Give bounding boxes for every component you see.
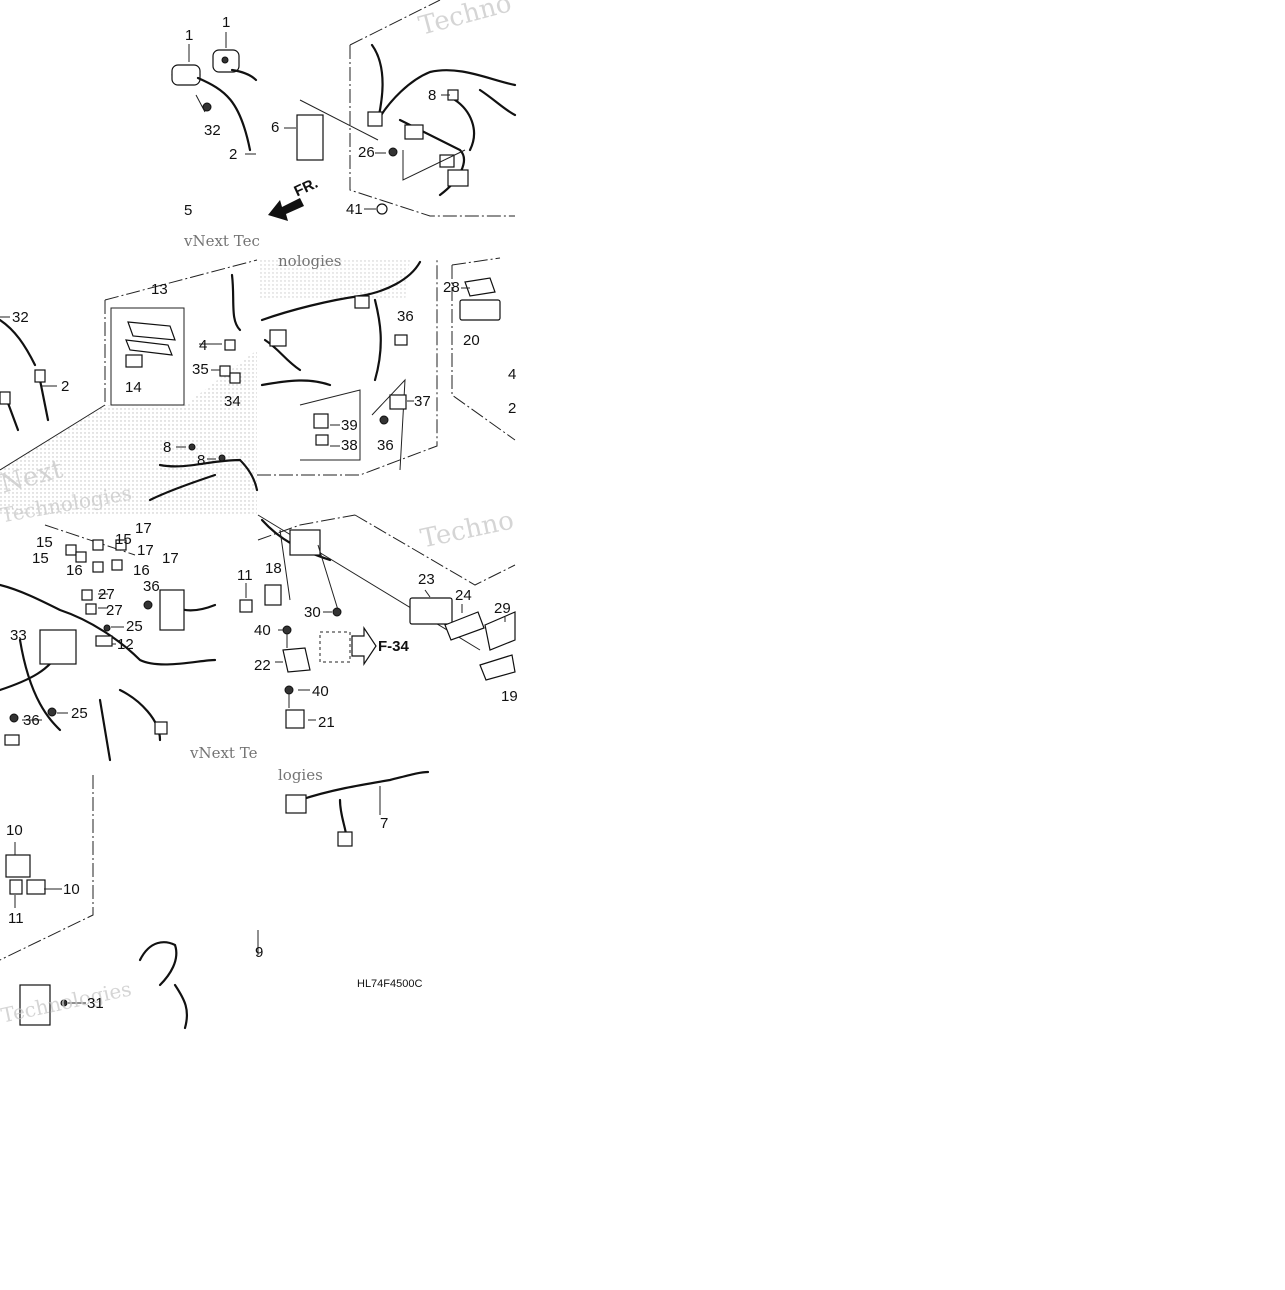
part-callout-10[interactable]: 10 [63,881,80,898]
reference-arrow [351,626,377,666]
part-callout-17[interactable]: 17 [137,542,154,559]
part-callout-15[interactable]: 15 [115,531,132,548]
part-callout-5[interactable]: 5 [184,202,193,219]
part-callout-36[interactable]: 36 [397,308,414,325]
part-callout-32[interactable]: 32 [204,122,221,139]
part-callout-4[interactable]: 4 [508,366,517,383]
part-callout-16[interactable]: 16 [133,562,150,579]
part-callout-9[interactable]: 9 [255,944,264,961]
part-callout-40[interactable]: 40 [312,683,329,700]
part-callout-15[interactable]: 15 [32,550,49,567]
control-modules [409,589,516,681]
part-callout-19[interactable]: 19 [501,688,518,705]
part-callout-4[interactable]: 4 [199,337,208,354]
part-callout-34[interactable]: 34 [224,393,241,410]
part-callout-29[interactable]: 29 [494,600,511,617]
harness-mid-left [0,259,259,515]
part-callout-25[interactable]: 25 [71,705,88,722]
watermark: vNext Te [190,744,258,762]
watermark: vNext Tec [184,232,260,250]
part-callout-22[interactable]: 22 [254,657,271,674]
part-callout-33[interactable]: 33 [10,627,27,644]
part-callout-8[interactable]: 8 [163,439,172,456]
part-callout-16[interactable]: 16 [66,562,83,579]
harness-lower-center [257,514,516,729]
part-callout-11[interactable]: 11 [8,910,24,927]
part-callout-26[interactable]: 26 [358,144,375,161]
part-callout-37[interactable]: 37 [414,393,431,410]
harness-lower-left [0,524,253,762]
part-callout-38[interactable]: 38 [341,437,358,454]
part-callout-30[interactable]: 30 [304,604,321,621]
part-callout-18[interactable]: 18 [265,560,282,577]
part-callout-2[interactable]: 2 [61,378,70,395]
part-callout-6[interactable]: 6 [271,119,280,136]
part-callout-2[interactable]: 2 [508,400,517,417]
main-harness-top [284,0,517,217]
part-callout-36[interactable]: 36 [23,712,40,729]
diagram-code: HL74F4500C [357,978,423,990]
part-callout-20[interactable]: 20 [463,332,480,349]
part-callout-41[interactable]: 41 [346,201,363,218]
part-callout-27[interactable]: 27 [98,586,115,603]
part-callout-36[interactable]: 36 [377,437,394,454]
part-callout-24[interactable]: 24 [455,587,472,604]
part-callout-11[interactable]: 11 [237,567,253,584]
harness-mid-center [257,258,438,476]
part-callout-40[interactable]: 40 [254,622,271,639]
part-callout-17[interactable]: 17 [162,550,179,567]
part-callout-32[interactable]: 32 [12,309,29,326]
part-callout-17[interactable]: 17 [135,520,152,537]
part-callout-8[interactable]: 8 [428,87,437,104]
part-callout-25[interactable]: 25 [126,618,143,635]
part-callout-23[interactable]: 23 [418,571,435,588]
part-callout-1[interactable]: 1 [222,14,231,31]
reference-label[interactable]: F-34 [378,638,409,655]
part-callout-7[interactable]: 7 [380,815,389,832]
part-callout-2[interactable]: 2 [229,146,238,163]
part-callout-39[interactable]: 39 [341,417,358,434]
part-callout-27[interactable]: 27 [106,602,123,619]
coil-assembly [171,32,258,155]
part-callout-31[interactable]: 31 [87,995,104,1012]
part-callout-8[interactable]: 8 [197,452,206,469]
part-callout-1[interactable]: 1 [185,27,194,44]
part-callout-35[interactable]: 35 [192,361,209,378]
part-callout-36[interactable]: 36 [143,578,160,595]
watermark: nologies [278,252,342,270]
part-callout-12[interactable]: 12 [117,636,134,653]
part-callout-13[interactable]: 13 [151,281,168,298]
part-callout-10[interactable]: 10 [6,822,23,839]
harness-bottom [0,770,430,1030]
part-callout-14[interactable]: 14 [125,379,142,396]
part-callout-28[interactable]: 28 [443,279,460,296]
front-direction-arrow [268,198,304,221]
watermark: logies [278,766,323,784]
part-callout-15[interactable]: 15 [36,534,53,551]
module-box [451,257,516,441]
part-callout-21[interactable]: 21 [318,714,335,731]
